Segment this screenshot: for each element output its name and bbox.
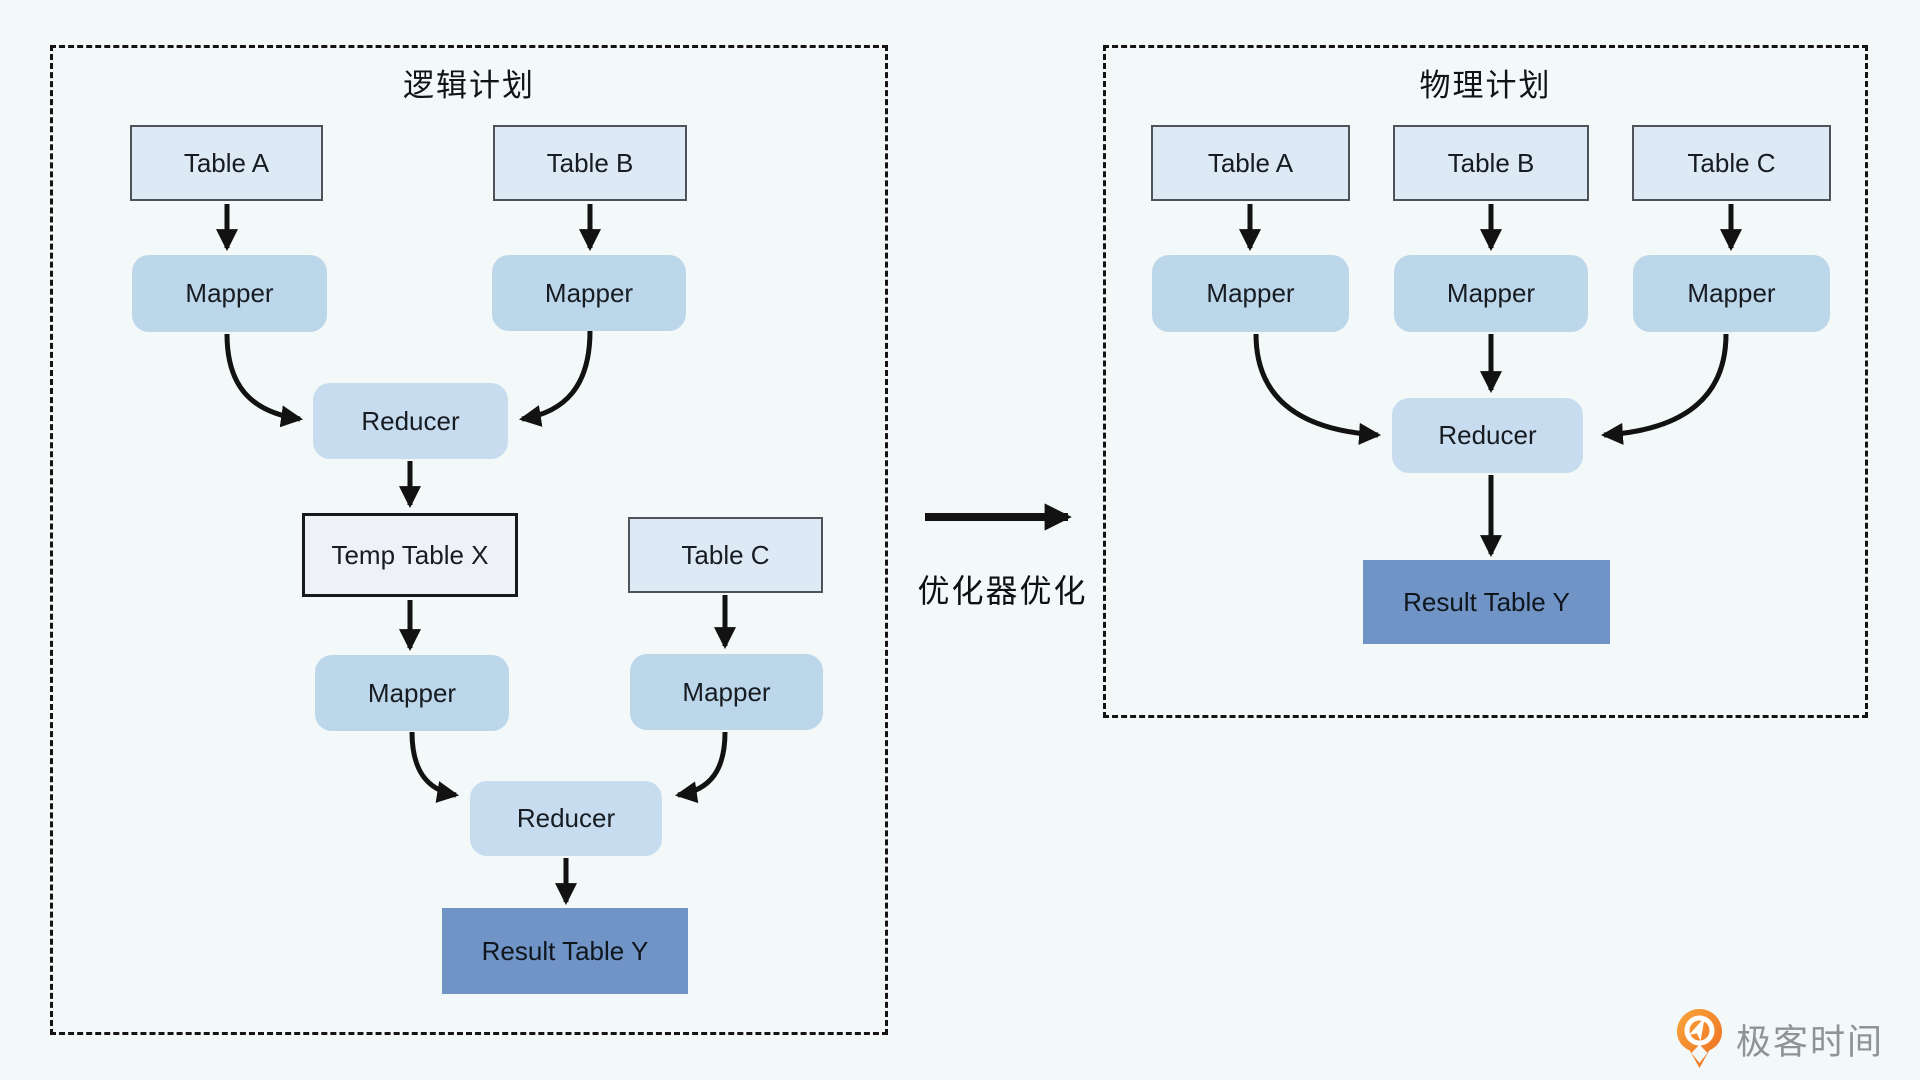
logical-plan-panel: [50, 45, 888, 1035]
physical-plan-panel: [1103, 45, 1868, 718]
physical-mapper-a: Mapper: [1152, 255, 1349, 332]
logical-table-c: Table C: [628, 517, 823, 593]
logical-reducer-2: Reducer: [470, 781, 662, 856]
physical-table-a: Table A: [1151, 125, 1350, 201]
physical-table-b: Table B: [1393, 125, 1589, 201]
logical-table-b: Table B: [493, 125, 687, 201]
logical-temp-table-x: Temp Table X: [302, 513, 518, 597]
geektime-pin-icon: [1676, 1008, 1723, 1070]
physical-result-table-y: Result Table Y: [1363, 560, 1610, 644]
logical-mapper-b: Mapper: [492, 255, 686, 331]
physical-table-c: Table C: [1632, 125, 1831, 201]
optimizer-label: 优化器优化: [917, 573, 1088, 609]
logical-result-table-y: Result Table Y: [442, 908, 688, 994]
logical-plan-title: 逻辑计划: [403, 68, 535, 103]
physical-reducer: Reducer: [1392, 398, 1583, 473]
physical-mapper-c: Mapper: [1633, 255, 1830, 332]
logical-mapper-c: Mapper: [630, 654, 823, 730]
logical-reducer-1: Reducer: [313, 383, 508, 459]
physical-mapper-b: Mapper: [1394, 255, 1588, 332]
logical-mapper-a: Mapper: [132, 255, 327, 332]
logical-mapper-x: Mapper: [315, 655, 509, 731]
brand-logo: 极客时间: [1676, 1008, 1884, 1070]
logical-table-a: Table A: [130, 125, 323, 201]
brand-logo-text: 极客时间: [1736, 1022, 1885, 1062]
physical-plan-title: 物理计划: [1419, 68, 1552, 103]
